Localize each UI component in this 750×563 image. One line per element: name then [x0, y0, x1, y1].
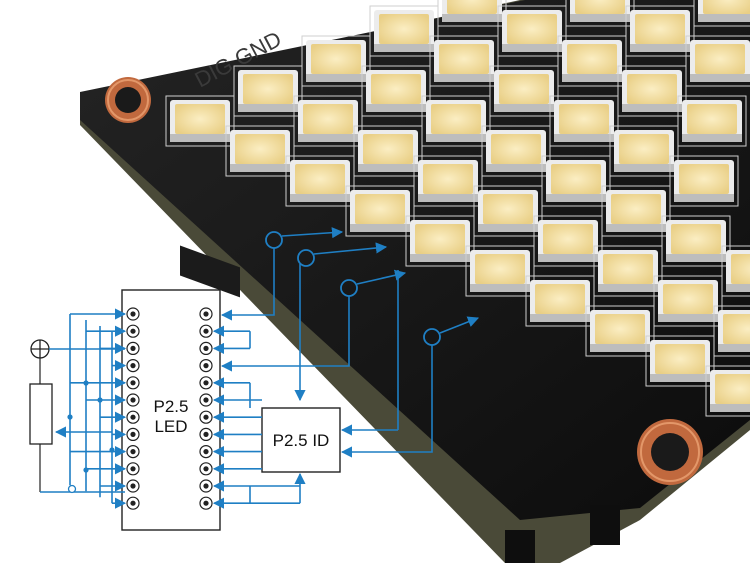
connector-pin	[126, 376, 140, 390]
connector-pin	[199, 496, 213, 510]
led-chip	[405, 215, 475, 267]
led-chip	[353, 125, 423, 177]
led-block-label-line2: LED	[154, 417, 187, 436]
connector-pin	[199, 479, 213, 493]
connector-pin	[199, 427, 213, 441]
leader-lines	[220, 227, 480, 458]
led-chip	[301, 35, 371, 87]
led-chip	[541, 155, 611, 207]
resistor-symbol	[29, 383, 53, 445]
led-chip	[437, 0, 507, 27]
led-chip	[293, 95, 363, 147]
led-chip	[369, 5, 439, 57]
led-chip	[585, 305, 655, 357]
led-chip	[465, 245, 535, 297]
mounting-hole-left	[105, 77, 151, 123]
left-wiring	[40, 308, 127, 509]
connector-pin	[199, 393, 213, 407]
led-block-pins	[126, 307, 213, 510]
led-chip	[593, 245, 663, 297]
connector-pin	[199, 410, 213, 424]
led-chip	[549, 95, 619, 147]
led-chip	[413, 155, 483, 207]
led-chip	[609, 125, 679, 177]
led-chip	[557, 35, 627, 87]
led-chip	[669, 155, 739, 207]
led-chip	[165, 95, 235, 147]
connector-pin	[126, 393, 140, 407]
connector-pin	[126, 341, 140, 355]
led-chip	[661, 215, 731, 267]
led-chip	[693, 0, 750, 27]
led-chip	[625, 5, 695, 57]
led-chip	[497, 5, 567, 57]
led-chip	[653, 275, 723, 327]
connector-pin	[199, 307, 213, 321]
connector-pin	[126, 359, 140, 373]
led-chip	[473, 185, 543, 237]
id-block	[261, 407, 341, 473]
led-chip	[705, 365, 750, 417]
connector-pin	[126, 479, 140, 493]
right-wiring	[212, 325, 306, 509]
led-chip	[677, 95, 747, 147]
led-chip	[345, 185, 415, 237]
connector-pin	[199, 324, 213, 338]
led-chip	[285, 155, 355, 207]
connector-pin	[199, 341, 213, 355]
connector-pin	[126, 496, 140, 510]
led-chip	[533, 215, 603, 267]
connector-pin	[126, 307, 140, 321]
circle-symbol	[30, 339, 50, 359]
led-block-label-line1: P2.5	[154, 397, 189, 416]
led-chip	[565, 0, 635, 27]
connector-pin	[126, 324, 140, 338]
led-chip	[685, 35, 750, 87]
id-block-label: P2.5 ID	[273, 431, 330, 450]
connector-pin	[199, 376, 213, 390]
connector-pin	[126, 462, 140, 476]
led-chip	[721, 245, 750, 297]
connector-pin	[199, 445, 213, 459]
connector-pin	[199, 462, 213, 476]
led-chip	[617, 65, 687, 117]
connector-pin	[126, 445, 140, 459]
mounting-hole-right	[637, 419, 703, 485]
led-chip	[421, 95, 491, 147]
led-chip	[601, 185, 671, 237]
led-chip	[525, 275, 595, 327]
led-chip	[489, 65, 559, 117]
led-chip	[713, 305, 750, 357]
led-grid	[165, 0, 750, 417]
led-chip	[481, 125, 551, 177]
connector-pin	[199, 359, 213, 373]
connector-pin	[126, 410, 140, 424]
led-chip	[361, 65, 431, 117]
schematic-overlay: P2.5 LED P2.5 ID	[29, 227, 480, 531]
led-chip	[645, 335, 715, 387]
led-chip	[429, 35, 499, 87]
led-chip	[233, 65, 303, 117]
connector-pin	[126, 427, 140, 441]
led-chip	[225, 125, 295, 177]
